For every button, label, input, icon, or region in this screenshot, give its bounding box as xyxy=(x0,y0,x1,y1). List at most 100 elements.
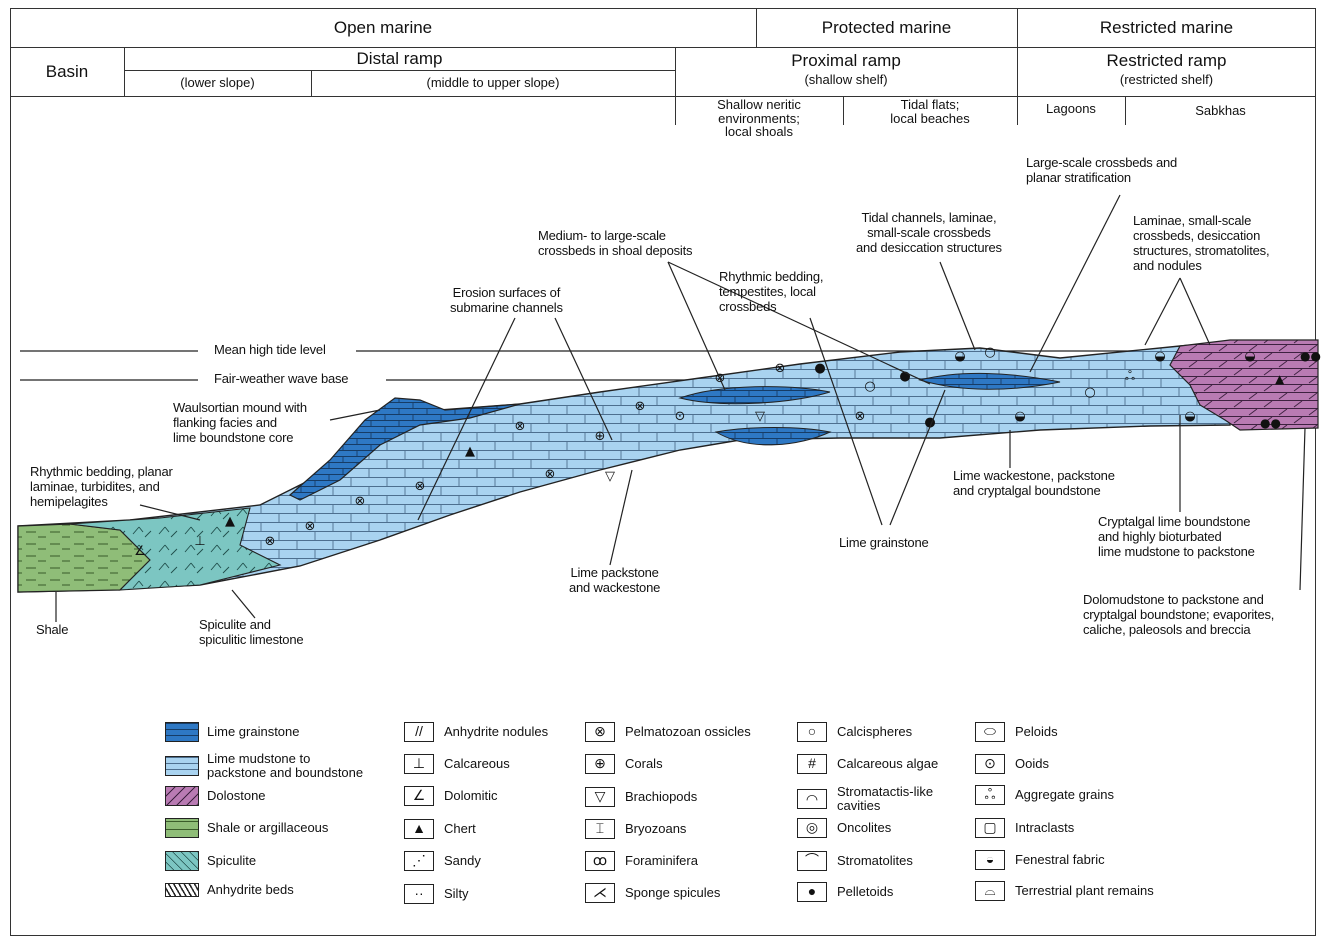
brachiopod-icon: ▽ xyxy=(585,787,615,807)
svg-text:ஃ: ஃ xyxy=(1125,369,1135,384)
legend-item-silty: ·· Silty xyxy=(404,884,469,904)
svg-text:●●: ●● xyxy=(1260,416,1281,430)
legend-label: Sponge spicules xyxy=(625,886,720,900)
svg-text:⊗: ⊗ xyxy=(855,409,866,424)
legend-item-lime-mudstone: Lime mudstone to packstone and boundston… xyxy=(165,752,363,781)
svg-text:▽: ▽ xyxy=(755,409,765,424)
legend-label: Brachiopods xyxy=(625,790,697,804)
silty-icon: ·· xyxy=(404,884,434,904)
legend-item-dolomitic: ∠ Dolomitic xyxy=(404,786,497,806)
legend-label: Pelletoids xyxy=(837,885,893,899)
legend-label: Dolomitic xyxy=(444,789,497,803)
legend-item-spiculite: Spiculite xyxy=(165,851,256,871)
legend-label: Calcispheres xyxy=(837,725,912,739)
svg-text:⊗: ⊗ xyxy=(775,361,786,376)
svg-text:⊗: ⊗ xyxy=(545,467,556,482)
legend-label: Anhydrite nodules xyxy=(444,725,548,739)
svg-text:⊗: ⊗ xyxy=(415,479,426,494)
annotation-waulsortian-mound: Waulsortian mound with flanking facies a… xyxy=(173,401,307,446)
legend-label: Ooids xyxy=(1015,757,1049,771)
aggregate-grain-icon: ஃ xyxy=(975,785,1005,805)
legend-label: Sandy xyxy=(444,854,481,868)
svg-text:⊙: ⊙ xyxy=(675,409,686,424)
annotation-large-scale-crossbeds: Large-scale crossbeds and planar stratif… xyxy=(1026,156,1177,186)
annotation-rhythmic-tempestites: Rhythmic bedding, tempestites, local cro… xyxy=(719,270,823,315)
legend-item-oncolites: ◎Oncolites xyxy=(797,818,891,838)
legend-label: Calcareous xyxy=(444,757,510,771)
annotation-lime-grainstone: Lime grainstone xyxy=(839,536,929,551)
legend-item-foraminifera: ꝏ Foraminifera xyxy=(585,851,698,871)
svg-text:●●: ●● xyxy=(1300,349,1321,363)
legend-item-chert: ▲ Chert xyxy=(404,819,476,839)
legend-item-corals: ⊕Corals xyxy=(585,754,663,774)
legend-item-anhydrite-nodules: // Anhydrite nodules xyxy=(404,722,548,742)
legend-label: Aggregate grains xyxy=(1015,788,1114,802)
oncolite-icon: ◎ xyxy=(797,818,827,838)
svg-text:⊗: ⊗ xyxy=(265,534,276,549)
svg-text:⊗: ⊗ xyxy=(635,399,646,414)
legend-label: Shale or argillaceous xyxy=(207,821,328,835)
stromatolite-icon: ⌒ xyxy=(797,851,827,871)
annotation-lime-wackestone: Lime wackestone, packstone and cryptalga… xyxy=(953,469,1115,499)
legend-item-lime-grainstone: Lime grainstone xyxy=(165,722,300,742)
calcisphere-icon: ○ xyxy=(797,722,827,742)
legend-label: Lime grainstone xyxy=(207,725,300,739)
legend-label: Peloids xyxy=(1015,725,1058,739)
bryozoan-icon: ⌶ xyxy=(585,819,615,839)
legend-label: Fenestral fabric xyxy=(1015,853,1105,867)
legend-item-terrestrial-plant: ⌓Terrestrial plant remains xyxy=(975,881,1154,901)
ooid-icon: ⊙ xyxy=(975,754,1005,774)
svg-text:◒: ◒ xyxy=(1014,409,1025,424)
legend-label: Corals xyxy=(625,757,663,771)
svg-text:⊕: ⊕ xyxy=(595,429,606,444)
calcareous-algae-icon: # xyxy=(797,754,827,774)
legend-item-shale: Shale or argillaceous xyxy=(165,818,328,838)
annotation-erosion-surfaces: Erosion surfaces of submarine channels xyxy=(450,286,563,316)
svg-text:●: ● xyxy=(814,361,825,376)
dolomitic-icon: ∠ xyxy=(404,786,434,806)
svg-text:▽: ▽ xyxy=(605,469,615,484)
foraminifera-icon: ꝏ xyxy=(585,851,615,871)
svg-text:◒: ◒ xyxy=(1184,409,1195,424)
lime-grainstone-swatch xyxy=(165,722,199,742)
legend-item-calcareous: ⊥ Calcareous xyxy=(404,754,510,774)
anhydrite-beds-swatch xyxy=(165,883,199,897)
legend-label: Anhydrite beds xyxy=(207,883,294,897)
legend-item-sandy: ⋰ Sandy xyxy=(404,851,481,871)
legend-label: Stromatactis-like cavities xyxy=(837,785,933,814)
legend-label: Pelmatozoan ossicles xyxy=(625,725,751,739)
legend-item-aggregate-grains: ஃ Aggregate grains xyxy=(975,785,1114,805)
legend-item-intraclasts: ▢Intraclasts xyxy=(975,818,1074,838)
svg-text:⊥: ⊥ xyxy=(194,534,205,549)
legend-item-bryozoans: ⌶ Bryozoans xyxy=(585,819,686,839)
svg-text:▲: ▲ xyxy=(465,444,475,459)
svg-text:◒: ◒ xyxy=(1244,349,1255,364)
legend-item-sponge-spicules: ⋌ Sponge spicules xyxy=(585,883,720,903)
pelletoid-icon: ● xyxy=(797,882,827,902)
sandy-icon: ⋰ xyxy=(404,851,434,871)
sponge-spicule-icon: ⋌ xyxy=(585,883,615,903)
legend-label: Spiculite xyxy=(207,854,256,868)
legend-item-dolostone: Dolostone xyxy=(165,786,266,806)
calcareous-icon: ⊥ xyxy=(404,754,434,774)
svg-text:◒: ◒ xyxy=(1154,349,1165,364)
fenestral-icon: ◒ xyxy=(975,850,1005,870)
dolostone-swatch xyxy=(165,786,199,806)
legend-label: Intraclasts xyxy=(1015,821,1074,835)
legend-item-pelmatozoan: ⊗Pelmatozoan ossicles xyxy=(585,722,751,742)
legend-label: Bryozoans xyxy=(625,822,686,836)
legend-label: Lime mudstone to packstone and boundston… xyxy=(207,752,363,781)
label-mean-high-tide: Mean high tide level xyxy=(214,343,326,358)
annotation-shale: Shale xyxy=(36,623,68,638)
peloid-icon: ⬭ xyxy=(975,722,1005,742)
legend-label: Foraminifera xyxy=(625,854,698,868)
anhydrite-nodules-icon: // xyxy=(404,722,434,742)
legend-label: Calcareous algae xyxy=(837,757,938,771)
chert-icon: ▲ xyxy=(404,819,434,839)
plant-remains-icon: ⌓ xyxy=(975,881,1005,901)
annotation-lime-packstone: Lime packstone and wackestone xyxy=(569,566,660,596)
svg-text:⊗: ⊗ xyxy=(305,519,316,534)
legend-label: Chert xyxy=(444,822,476,836)
legend-label: Silty xyxy=(444,887,469,901)
legend-label: Stromatolites xyxy=(837,854,913,868)
